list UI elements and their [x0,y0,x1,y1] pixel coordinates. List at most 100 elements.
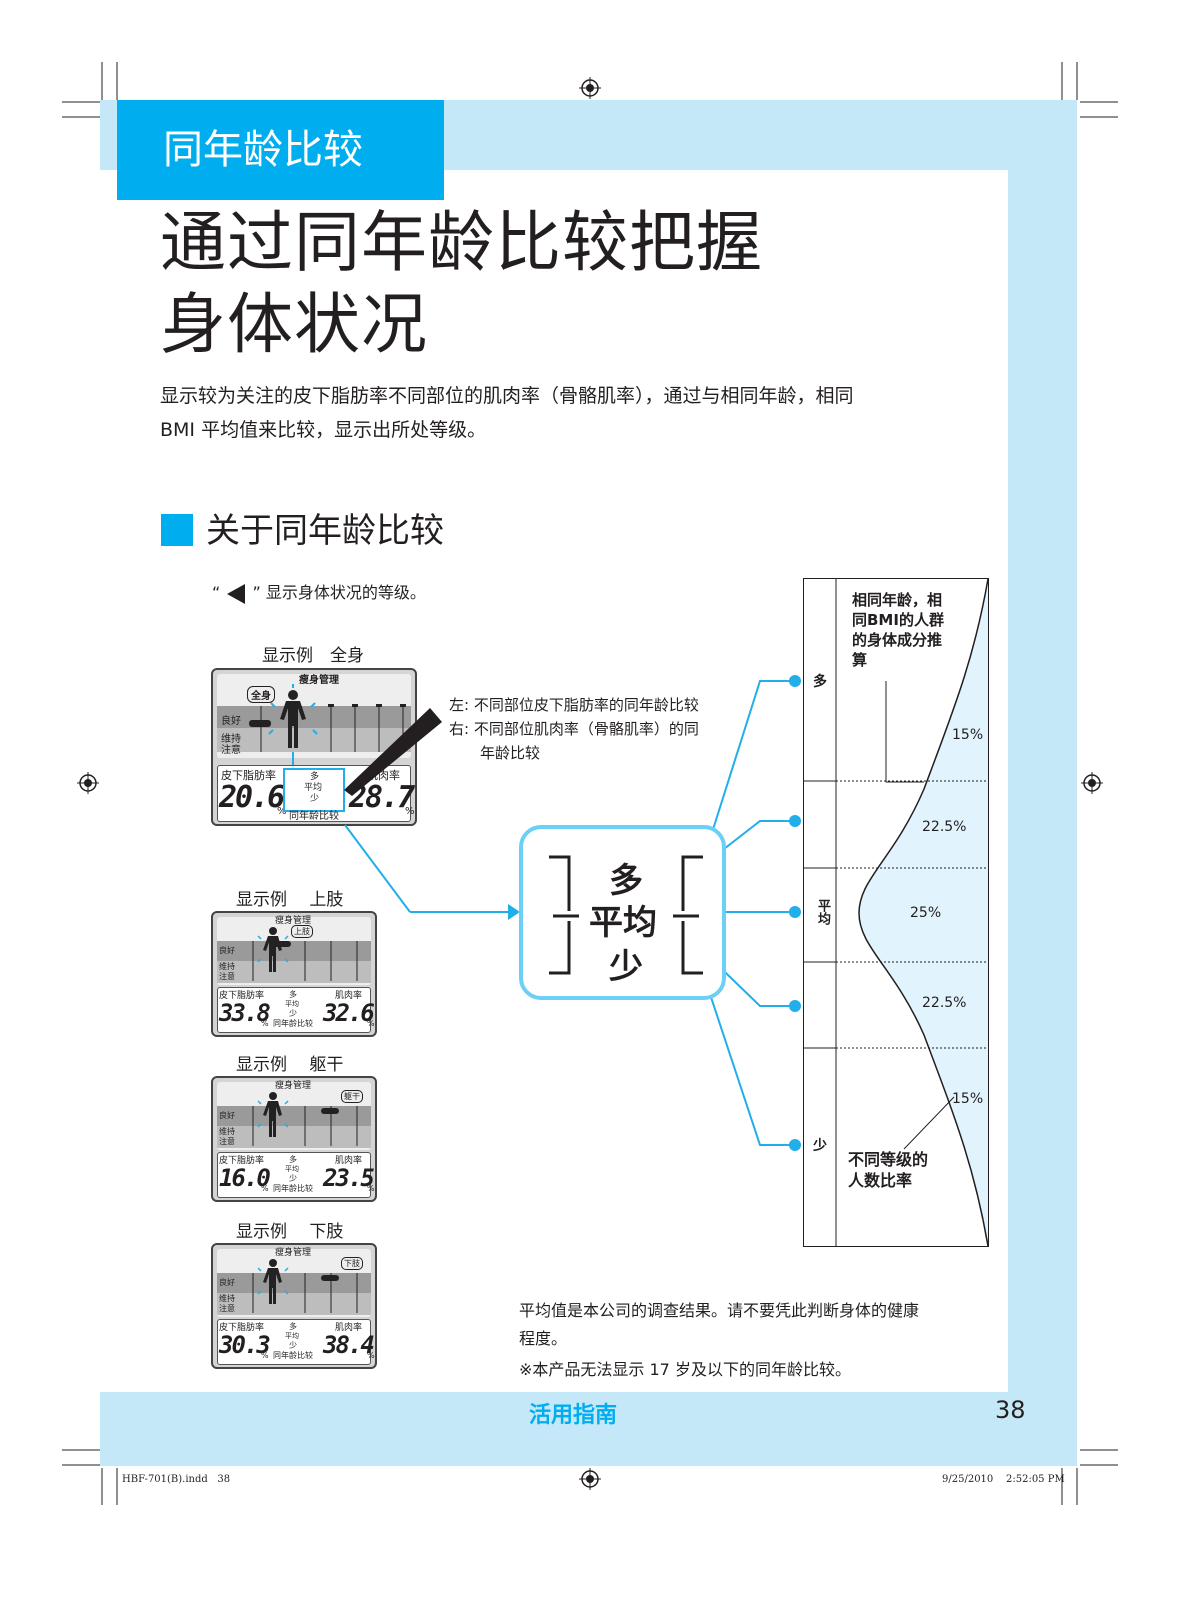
arrow-icon [508,904,520,920]
lcd-level-warn: 注意 [219,972,235,981]
lcd-compare-label: 同年龄比较 [273,1351,313,1360]
lcd-left-value: 33.8 [219,999,271,1027]
slug-file: HBF-701(B).indd 38 [122,1474,231,1485]
lcd-level-keep: 维持 [219,1127,235,1136]
lcd-right-unit: % [367,1351,375,1360]
lcd-right-unit: % [367,1184,375,1193]
lcd-level-band [217,1293,371,1315]
lcd-compare-bot: 少 [310,794,320,804]
lcd-level-good: 良好 [219,1278,235,1287]
lcd-header: 瘦身管理 [299,675,339,686]
section-square-icon [161,514,193,546]
lcd-compare-mid: 平均 [285,1165,299,1173]
lcd-right-label: 肌肉率 [335,1323,363,1333]
row-percent-1: 15% [952,727,984,743]
footer-band [100,1392,1077,1466]
lcd-right-value: 32.6 [323,999,375,1027]
lcd-left-unit: % [261,1351,269,1360]
page-title-line2: 身体状况 [160,286,428,363]
lcd-left-label: 皮下脂肪率 [219,1323,265,1333]
lcd-display-compact: 瘦身管理 下肢 良好 维持 注意 皮下脂肪率 肌肉率 30.3 % 38.4 %… [211,1243,377,1369]
comparison-top: 多 [609,861,643,901]
lcd-header: 瘦身管理 [275,1248,312,1258]
callout-right: 右: 不同部位肌肉率（骨骼肌率）的同 [449,720,699,738]
comparison-bracket-graphic [549,855,703,975]
lcd-left-value: 30.3 [219,1331,271,1359]
lcd-display-compact: 瘦身管理 躯干 良好 维持 注意 皮下脂肪率 肌肉率 16.0 % 23.5 %… [211,1076,377,1202]
lcd-bars-graphic [252,1259,358,1313]
lcd-left-unit: % [261,1019,269,1028]
lcd-level-keep: 维持 [219,1294,235,1303]
lcd-level-good: 良好 [219,1111,235,1120]
lcd-compare-label: 同年龄比较 [273,1184,313,1193]
registration-mark-icon [579,1468,601,1490]
lcd-compare-bot: 少 [289,1174,297,1183]
note-suffix: ” 显示身体状况的等级。 [252,583,426,602]
lcd-bars-graphic [249,684,406,766]
lcd-header: 瘦身管理 [275,1081,312,1091]
lcd-bottom [217,1319,371,1365]
lcd-level-warn: 注意 [219,1137,235,1146]
lcd-compare-mid: 平均 [285,1332,299,1340]
distribution-header-1: 相同年龄，相 [852,591,943,609]
lcd-bottom [217,765,411,822]
section-tab: 同年龄比较 [117,100,444,200]
lcd-compare-bot: 少 [289,1009,297,1018]
intro-line2: BMI 平均值来比较，显示出所处等级。 [160,419,487,441]
lcd-right-value: 38.4 [323,1331,375,1359]
section-heading: 关于同年龄比较 [206,511,444,551]
lcd-compare-top: 多 [289,1155,297,1164]
note-line1: 平均值是本公司的调查结果。请不要凭此判断身体的健康 [519,1301,920,1320]
lcd-left-value: 20.6 [219,780,285,815]
triangle-pointer-icon [227,583,246,604]
lcd-mode: 全身 [247,686,275,703]
lcd-left-value: 16.0 [219,1164,271,1192]
registration-mark-icon [1081,772,1103,794]
lcd-level-good: 良好 [219,946,235,955]
display-caption: 显示例 躯干 [236,1055,344,1075]
registration-mark-icon [579,77,601,99]
row-label-few: 少 [813,1138,827,1154]
lcd-display-compact: 瘦身管理 上肢 良好 维持 注意 皮下脂肪率 肌肉率 33.8 % 32.6 %… [211,911,377,1037]
callout-left: 左: 不同部位皮下脂肪率的同年龄比较 [449,696,699,714]
lcd-compare-label: 同年龄比较 [273,1019,313,1028]
row-percent-3: 25% [910,905,942,921]
lcd-left-unit: % [261,1184,269,1193]
note-line3: ※本产品无法显示 17 岁及以下的同年龄比较。 [519,1360,851,1379]
note-line2: 程度。 [519,1329,568,1348]
lcd-level-warn: 注意 [221,745,241,756]
distribution-header-3: 的身体成分推 [852,631,943,649]
right-band [1008,100,1077,1466]
row-percent-4: 22.5% [922,995,967,1011]
lcd-right-label: 肌肉率 [335,991,363,1001]
lcd-bars-graphic [252,927,358,981]
lcd-bottom [217,1152,371,1198]
lcd-compare-top: 多 [289,1322,297,1331]
lcd-compare-mid: 平均 [304,783,323,793]
display-caption: 显示例 下肢 [236,1222,344,1242]
footer-guide: 活用指南 [529,1403,618,1428]
callout-pointer-graphic [344,708,442,796]
comparison-bottom: 少 [609,947,643,987]
lcd-right-unit: % [405,806,415,817]
lcd-level-keep: 维持 [219,962,235,971]
lcd-level-keep: 维持 [221,734,241,745]
lcd-mode: 躯干 [341,1090,363,1103]
registration-mark-icon [77,772,99,794]
distribution-header-2: 同BMI的人群 [852,611,944,629]
intro-line1: 显示较为关注的皮下脂肪率不同部位的肌肉率（骨骼肌率），通过与相同年龄，相同 [160,385,854,407]
lcd-display-full-body: 瘦身管理 全身 良好 维持 注意 皮下脂肪率 肌肉率 20.6 % 28.7 %… [211,668,417,826]
slug-timestamp: 9/25/2010 2:52:05 PM [942,1474,1065,1485]
display-caption: 显示例 上肢 [236,890,344,910]
comparison-panel: 多 平均 少 [519,825,726,1000]
distribution-table: 相同年龄，相 同BMI的人群 的身体成分推 算 多 平均 少 15% 22.5%… [803,578,989,1247]
comparison-middle: 平均 [589,903,657,943]
lcd-mode: 上肢 [291,925,313,938]
lcd-bars-graphic [252,1092,358,1146]
row-percent-2: 22.5% [922,819,967,835]
lcd-compare-label: 同年龄比较 [289,811,339,822]
lcd-level-band [217,961,371,983]
lcd-compare-top: 多 [289,990,297,999]
lcd-compare-bot: 少 [289,1341,297,1350]
